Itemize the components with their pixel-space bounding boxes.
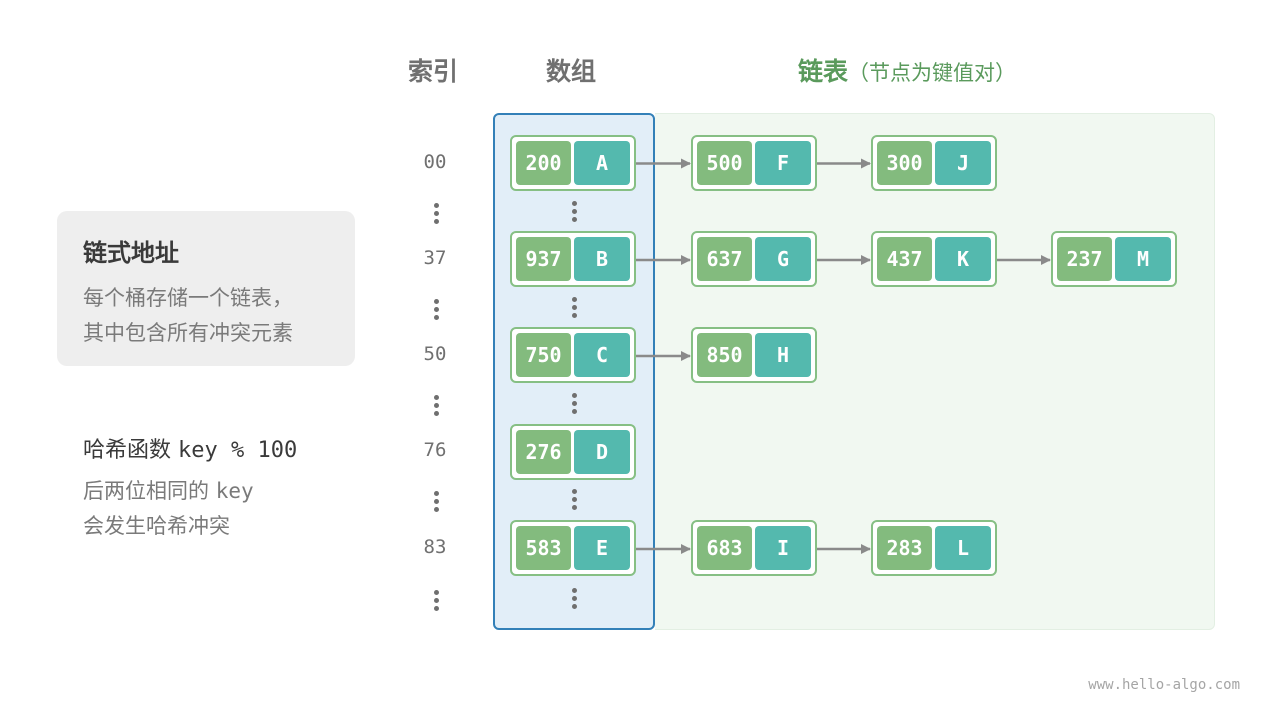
node-300-j: 300 J <box>871 135 997 191</box>
node-key: 283 <box>877 526 932 570</box>
hash-collision-line1-text: 后两位相同的 <box>83 479 216 503</box>
bucket-index-37: 37 <box>423 247 447 269</box>
separate-chaining-line2: 其中包含所有冲突元素 <box>83 321 293 345</box>
array-ellipsis <box>572 588 578 612</box>
node-key: 750 <box>516 333 571 377</box>
list-header-title: 链表 <box>798 57 849 86</box>
watermark: www.hello-algo.com <box>1088 677 1240 693</box>
bucket-index-50: 50 <box>423 343 447 365</box>
node-value: I <box>755 526 811 570</box>
node-value: C <box>574 333 630 377</box>
node-key: 437 <box>877 237 932 281</box>
array-ellipsis <box>572 297 578 321</box>
node-500-f: 500 F <box>691 135 817 191</box>
hash-collision-line2: 会发生哈希冲突 <box>83 514 230 538</box>
node-key: 300 <box>877 141 932 185</box>
node-276-d: 276 D <box>510 424 636 480</box>
index-ellipsis <box>434 203 440 227</box>
separate-chaining-line1: 每个桶存储一个链表， <box>83 286 293 310</box>
bucket-index-00: 00 <box>423 151 447 173</box>
node-value: F <box>755 141 811 185</box>
node-value: L <box>935 526 991 570</box>
node-key: 937 <box>516 237 571 281</box>
array-ellipsis <box>572 393 578 417</box>
node-283-l: 283 L <box>871 520 997 576</box>
node-value: E <box>574 526 630 570</box>
node-value: H <box>755 333 811 377</box>
array-header: 数组 <box>546 57 597 86</box>
index-header: 索引 <box>408 57 459 86</box>
node-value: A <box>574 141 630 185</box>
node-value: D <box>574 430 630 474</box>
node-683-i: 683 I <box>691 520 817 576</box>
node-850-h: 850 H <box>691 327 817 383</box>
hash-function-formula: key % 100 <box>178 438 298 463</box>
node-237-m: 237 M <box>1051 231 1177 287</box>
array-ellipsis <box>572 201 578 225</box>
node-value: M <box>1115 237 1171 281</box>
separate-chaining-box: 链式地址 每个桶存储一个链表， 其中包含所有冲突元素 <box>57 211 355 366</box>
node-key: 276 <box>516 430 571 474</box>
hash-function-title: 哈希函数 key % 100 <box>83 432 297 464</box>
node-key: 637 <box>697 237 752 281</box>
node-key: 850 <box>697 333 752 377</box>
hash-collision-key: key <box>215 479 254 503</box>
node-key: 237 <box>1057 237 1112 281</box>
node-437-k: 437 K <box>871 231 997 287</box>
node-value: J <box>935 141 991 185</box>
index-ellipsis <box>434 299 440 323</box>
bucket-index-76: 76 <box>423 439 447 461</box>
index-ellipsis <box>434 395 440 419</box>
node-value: K <box>935 237 991 281</box>
list-header: 链表（节点为键值对） <box>798 52 1016 88</box>
index-ellipsis <box>434 590 440 614</box>
node-637-g: 637 G <box>691 231 817 287</box>
node-key: 500 <box>697 141 752 185</box>
index-ellipsis <box>434 491 440 515</box>
node-key: 200 <box>516 141 571 185</box>
node-200-a: 200 A <box>510 135 636 191</box>
node-key: 583 <box>516 526 571 570</box>
separate-chaining-title: 链式地址 <box>83 239 179 267</box>
array-ellipsis <box>572 489 578 513</box>
node-key: 683 <box>697 526 752 570</box>
bucket-index-83: 83 <box>423 536 447 558</box>
node-937-b: 937 B <box>510 231 636 287</box>
hash-collision-line1: 后两位相同的 key <box>83 474 254 509</box>
separate-chaining-desc: 每个桶存储一个链表， 其中包含所有冲突元素 <box>83 281 293 351</box>
node-583-e: 583 E <box>510 520 636 576</box>
node-value: G <box>755 237 811 281</box>
node-value: B <box>574 237 630 281</box>
hash-collision-desc: 后两位相同的 key 会发生哈希冲突 <box>83 474 254 544</box>
list-header-note: （节点为键值对） <box>848 61 1017 85</box>
hash-function-label: 哈希函数 <box>83 438 178 463</box>
node-750-c: 750 C <box>510 327 636 383</box>
